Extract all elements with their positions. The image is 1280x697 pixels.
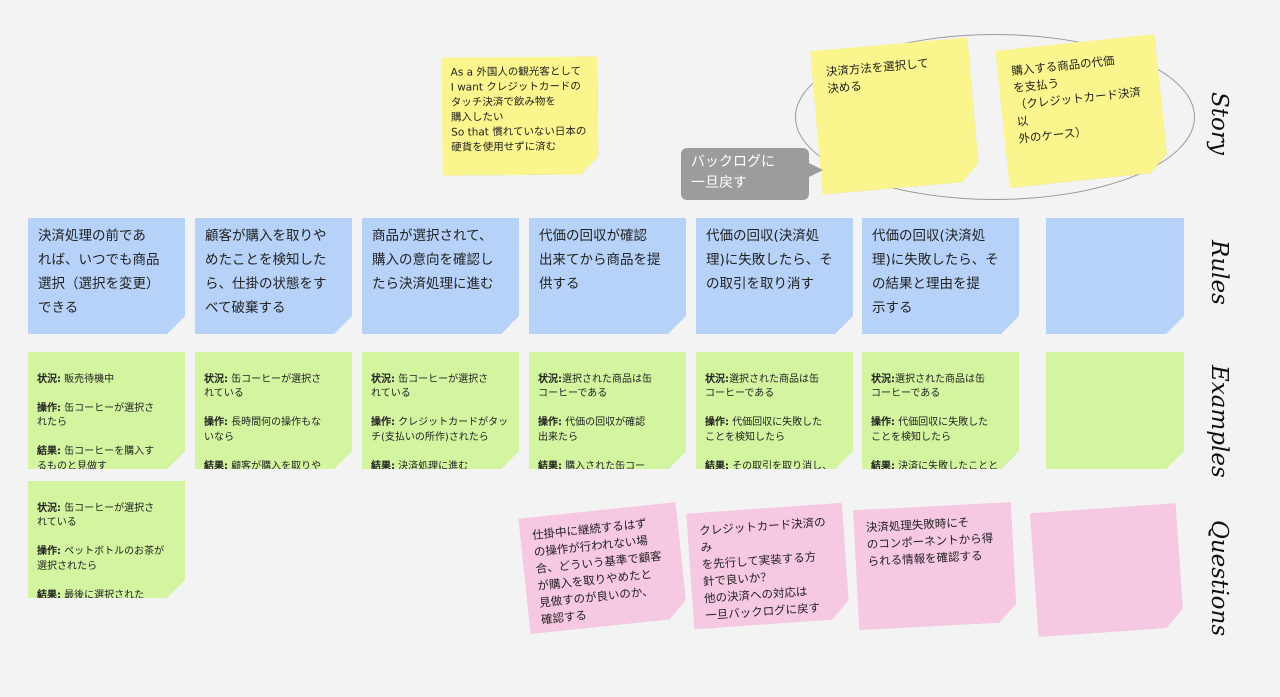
example-result: 缶コーヒーを購入す るものと見做す xyxy=(37,446,155,472)
rule-card-empty[interactable] xyxy=(1046,218,1184,334)
example-action: ペットボトルのお茶が 選択されたら xyxy=(37,546,165,572)
example-situation-label: 状況: xyxy=(538,373,562,385)
story-group-ellipse xyxy=(795,34,1195,200)
example-result-label: 結果: xyxy=(705,460,729,472)
example-situation: 選択された商品は缶 コーヒーである xyxy=(705,373,819,399)
example-action-label: 操作: xyxy=(705,417,729,428)
question-card[interactable]: クレジットカード決済のみ を先行して実装する方 針で良いか？ 他の決済への対応は… xyxy=(686,503,850,630)
question-card-empty[interactable] xyxy=(1030,503,1184,637)
example-card[interactable]: 状況:選択された商品は缶 コーヒーである 操作: 代価回収に失敗した ことを検知… xyxy=(862,352,1019,469)
example-card[interactable]: 状況: 缶コーヒーが選択さ れている 操作: 長時間何の操作もな いなら 結果:… xyxy=(195,352,352,469)
example-situation-label: 状況: xyxy=(37,373,61,385)
example-action-label: 操作: xyxy=(371,417,395,428)
example-result-label: 結果: xyxy=(371,460,395,472)
example-action: 代価回収に失敗した ことを検知したら xyxy=(871,417,989,443)
example-result: 決済処理に進む xyxy=(395,460,469,472)
rule-card[interactable]: 代価の回収(決済処 理)に失敗したら、そ の結果と理由を提 示する xyxy=(862,218,1019,334)
example-situation-label: 状況: xyxy=(204,373,228,385)
example-action-label: 操作: xyxy=(37,546,61,557)
example-situation: 選択された商品は缶 コーヒーである xyxy=(538,373,652,399)
example-situation-label: 状況: xyxy=(37,502,61,514)
example-card[interactable]: 状況: 缶コーヒーが選択さ れている 操作: ペットボトルのお茶が 選択されたら… xyxy=(28,481,185,598)
example-action-label: 操作: xyxy=(538,417,562,428)
example-action-label: 操作: xyxy=(871,417,895,428)
example-situation: 缶コーヒーが選択さ れている xyxy=(37,502,155,528)
question-card[interactable]: 決済処理失敗時にそ のコンポーネントから得 られる情報を確認する xyxy=(853,502,1017,630)
example-result-label: 結果: xyxy=(37,446,61,457)
example-card[interactable]: 状況:選択された商品は缶 コーヒーである 操作: 代価回収に失敗した ことを検知… xyxy=(696,352,853,469)
example-card-empty[interactable] xyxy=(1046,352,1184,469)
rule-card[interactable]: 代価の回収が確認 出来てから商品を提 供する xyxy=(529,218,686,334)
example-action-label: 操作: xyxy=(37,402,61,414)
backlog-callout: バックログに 一旦戻す xyxy=(681,148,823,200)
example-action: クレジットカードがタッ チ(支払いの所作)されたら xyxy=(371,417,509,443)
example-situation: 缶コーヒーが選択さ れている xyxy=(371,373,489,399)
example-result-label: 結果: xyxy=(37,589,61,601)
example-situation: 選択された商品は缶 コーヒーである xyxy=(871,373,985,399)
example-action: 長時間何の操作もな いなら xyxy=(204,417,322,443)
example-action: 缶コーヒーが選択さ れたら xyxy=(37,402,155,428)
example-action: 代価の回収が確認 出来たら xyxy=(538,417,646,443)
example-card[interactable]: 状況:選択された商品は缶 コーヒーである 操作: 代価の回収が確認 出来たら 結… xyxy=(529,352,686,469)
example-action-label: 操作: xyxy=(204,417,228,428)
example-situation-label: 状況: xyxy=(871,373,895,385)
example-situation: 販売待機中 xyxy=(61,373,115,385)
row-label-story: Story xyxy=(1206,92,1232,155)
row-label-examples: Examples xyxy=(1206,365,1232,478)
story-sub-card-pay-other[interactable]: 購入する商品の代価 を支払う （クレジットカード決済以 外のケース） xyxy=(995,34,1169,188)
example-situation-label: 状況: xyxy=(705,373,729,385)
rule-card[interactable]: 代価の回収(決済処 理)に失敗したら、そ の取引を取り消す xyxy=(696,218,853,334)
row-label-rules: Rules xyxy=(1206,240,1232,305)
example-situation-label: 状況: xyxy=(371,373,395,385)
story-sub-card-select-payment[interactable]: 決済方法を選択して 決める xyxy=(810,37,980,194)
example-result-label: 結果: xyxy=(204,460,228,472)
rule-card[interactable]: 商品が選択されて、 購入の意向を確認し たら決済処理に進む xyxy=(362,218,519,334)
question-card[interactable]: 仕掛中に継続するはず の操作が行われない場 合、どういう基準で顧客 が購入を取り… xyxy=(518,502,687,634)
story-main-card[interactable]: As a 外国人の観光客として I want クレジットカードの タッチ決済で飲… xyxy=(441,56,598,175)
example-card[interactable]: 状況: 缶コーヒーが選択さ れている 操作: クレジットカードがタッ チ(支払い… xyxy=(362,352,519,469)
row-label-questions: Questions xyxy=(1206,520,1232,637)
example-result-label: 結果: xyxy=(538,460,562,472)
rule-card[interactable]: 顧客が購入を取りや めたことを検知した ら、仕掛の状態をす べて破棄する xyxy=(195,218,352,334)
example-situation: 缶コーヒーが選択さ れている xyxy=(204,373,322,399)
rule-card[interactable]: 決済処理の前であ れば、いつでも商品 選択（選択を変更） できる xyxy=(28,218,185,334)
example-card[interactable]: 状況: 販売待機中 操作: 缶コーヒーが選択さ れたら 結果: 缶コーヒーを購入… xyxy=(28,352,185,469)
example-result-label: 結果: xyxy=(871,460,895,472)
example-action: 代価回収に失敗した ことを検知したら xyxy=(705,417,823,443)
